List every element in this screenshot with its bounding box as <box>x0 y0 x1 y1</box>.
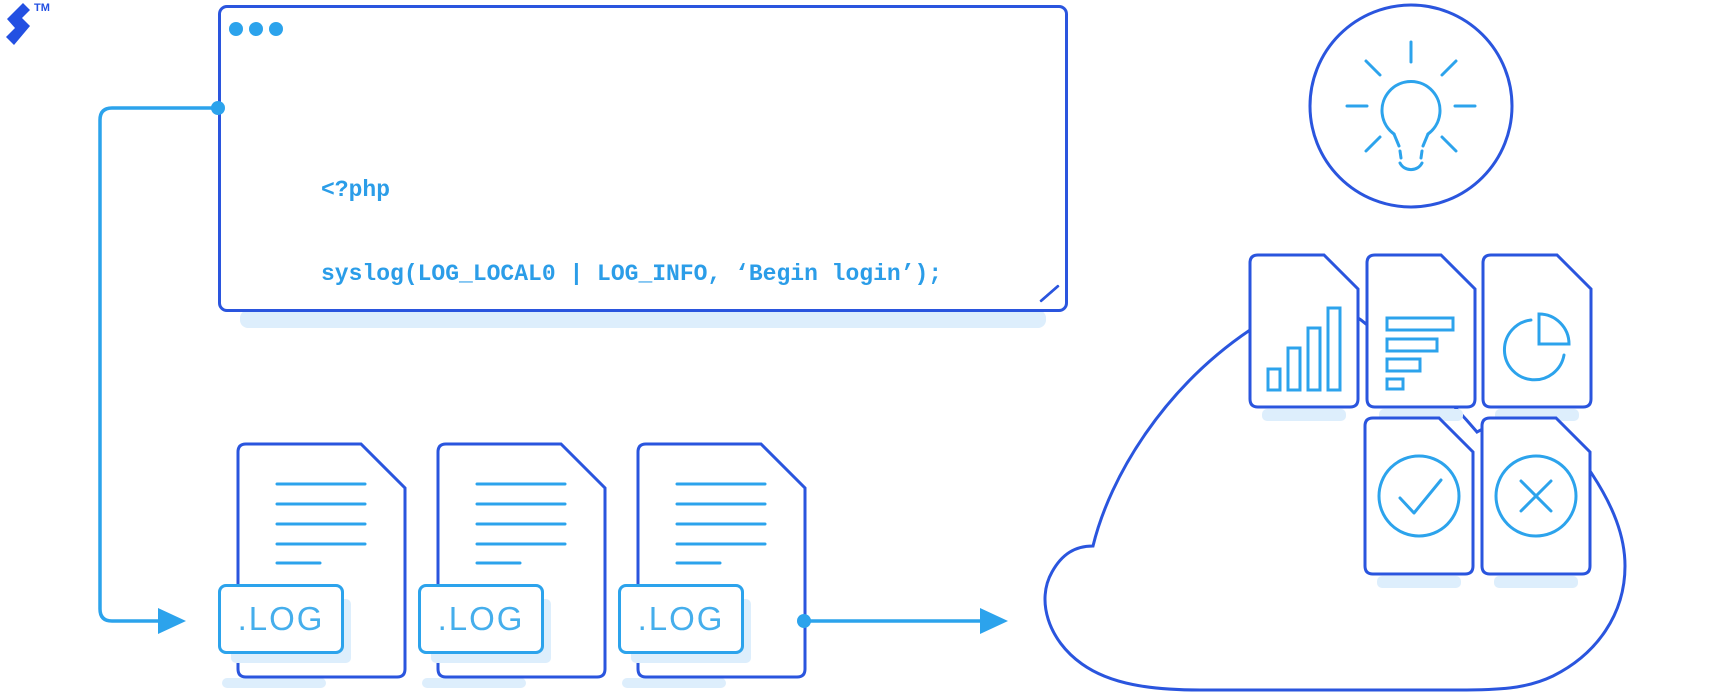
bar-chart-doc-icon <box>1248 253 1360 409</box>
trademark-label: TM <box>34 2 50 14</box>
resize-handle-icon <box>1039 284 1060 303</box>
connector-dot <box>797 614 811 628</box>
log-file-badge: .LOG <box>418 584 544 654</box>
log-file-shadows <box>222 678 726 688</box>
bar-chart-icon <box>1266 306 1342 392</box>
log-file-label: .LOG <box>237 600 325 637</box>
check-circle-icon <box>1377 454 1461 538</box>
flow-connector-left <box>98 106 218 634</box>
horizontal-bar-chart-icon <box>1385 316 1455 391</box>
code-block: <?php syslog(LOG_LOCAL0 | LOG_INFO, ‘Beg… <box>321 120 942 344</box>
window-controls <box>229 22 283 36</box>
flow-connector-right <box>797 608 1008 634</box>
lightbulb-icon <box>1308 3 1514 209</box>
code-window-shadow <box>240 310 1046 328</box>
text-lines <box>675 482 767 565</box>
connector-dot <box>211 101 225 115</box>
code-window: <?php syslog(LOG_LOCAL0 | LOG_INFO, ‘Beg… <box>218 5 1068 312</box>
check-circle-doc-icon <box>1363 416 1475 576</box>
code-line: <?php <box>321 177 391 203</box>
window-dot <box>249 22 263 36</box>
pie-chart-doc-icon <box>1481 253 1593 409</box>
toptal-logo-icon <box>6 3 30 45</box>
arrowhead-icon <box>980 608 1008 634</box>
text-lines <box>275 482 367 565</box>
log-file-label: .LOG <box>437 600 525 637</box>
text-lines <box>475 482 567 565</box>
window-dot <box>229 22 243 36</box>
horizontal-bar-chart-doc-icon <box>1365 253 1477 409</box>
window-dot <box>269 22 283 36</box>
code-line: syslog(LOG_LOCAL0 | LOG_INFO, ‘Begin log… <box>321 261 943 287</box>
x-circle-icon <box>1494 454 1578 538</box>
log-file-badge: .LOG <box>218 584 344 654</box>
pie-chart-icon <box>1502 312 1571 382</box>
x-circle-doc-icon <box>1480 416 1592 576</box>
log-file-badge: .LOG <box>618 584 744 654</box>
arrowhead-icon <box>158 608 186 634</box>
log-file-label: .LOG <box>637 600 725 637</box>
